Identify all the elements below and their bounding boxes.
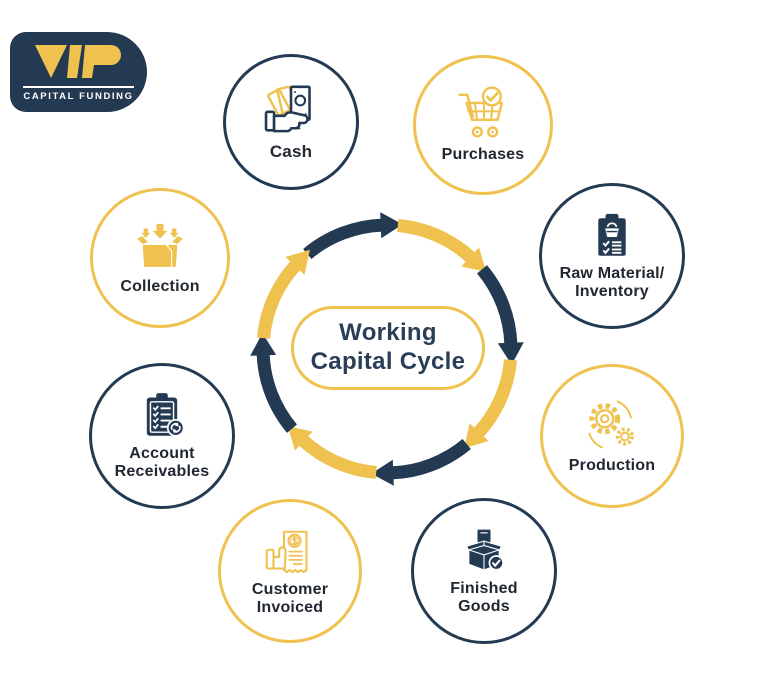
logo-tagline: CAPITAL FUNDING xyxy=(23,86,134,102)
vip-letters-icon xyxy=(34,45,121,79)
cycle-arrow-5 xyxy=(371,438,471,486)
center-title-line1: Working xyxy=(339,319,437,347)
node-account-receivables: Account Receivables xyxy=(89,363,235,509)
cash-in-hand-icon xyxy=(264,85,311,133)
cycle-arrow-1 xyxy=(303,212,403,260)
node-raw-material-inventory: Raw Material/ Inventory xyxy=(539,183,685,329)
vip-capital-funding-logo: CAPITAL FUNDING xyxy=(10,32,147,112)
node-label: Purchases xyxy=(441,145,525,163)
vip-logo-mark xyxy=(31,42,127,82)
center-title-line2: Capital Cycle xyxy=(310,348,466,375)
node-label: Production xyxy=(568,456,656,474)
node-label: Account Receivables xyxy=(114,444,210,480)
node-finished-goods: Finished Goods xyxy=(411,498,557,644)
shopping-cart-check-icon xyxy=(458,86,504,138)
collection-box-icon xyxy=(135,223,185,268)
cycle-arrow-4 xyxy=(464,359,517,449)
node-purchases: Purchases xyxy=(413,55,553,195)
cycle-arrow-6 xyxy=(287,426,377,479)
node-production: Production xyxy=(540,364,684,508)
node-label: Finished Goods xyxy=(450,579,518,615)
inventory-clipboard-icon xyxy=(598,213,626,256)
node-collection: Collection xyxy=(90,188,230,328)
node-label: Cash xyxy=(269,142,313,162)
receivables-clipboard-icon xyxy=(146,392,185,437)
cycle-arrow-2 xyxy=(397,219,487,272)
cycle-arrow-7 xyxy=(250,333,298,433)
packed-box-check-icon xyxy=(465,529,505,571)
center-title-pill: Working Capital Cycle xyxy=(291,306,485,390)
cycle-arrow-8 xyxy=(257,249,310,339)
cycle-arrow-3 xyxy=(476,265,524,365)
node-customer-invoiced: Customer Invoiced xyxy=(218,499,362,643)
node-label: Collection xyxy=(120,277,200,295)
invoice-hand-icon xyxy=(265,530,308,573)
node-cash: Cash xyxy=(223,54,359,190)
node-label: Customer Invoiced xyxy=(251,580,329,616)
node-label: Raw Material/ Inventory xyxy=(559,264,665,300)
gears-icon xyxy=(588,400,634,449)
